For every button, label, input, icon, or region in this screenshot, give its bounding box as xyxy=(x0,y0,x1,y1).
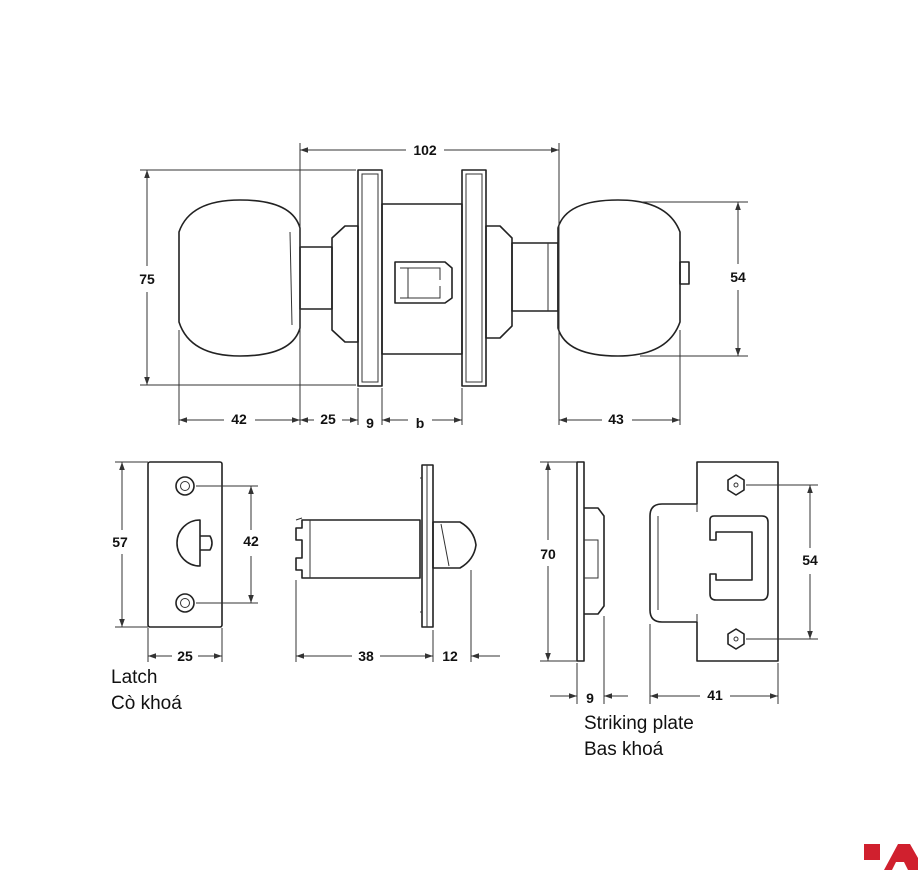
dim-plate-width: 41 xyxy=(707,687,723,703)
privacy-button xyxy=(679,261,690,285)
strike-front-drawing: 54 41 xyxy=(649,461,818,704)
dim-knob-right: 43 xyxy=(608,411,624,427)
strike-plate-edge xyxy=(576,461,585,662)
latch-faceplate xyxy=(147,461,223,628)
strike-box-side xyxy=(584,507,605,615)
latch-caption-vi: Cò khoá xyxy=(111,693,182,714)
latch-caption-en: Latch xyxy=(111,667,158,688)
dim-overall-width: 102 xyxy=(413,142,437,158)
left-knob xyxy=(178,199,301,357)
dim-rose-offset: 25 xyxy=(320,411,336,427)
brand-logo-icon xyxy=(864,844,918,870)
dim-latch-projection: 12 xyxy=(442,648,458,664)
dim-latch-width: 25 xyxy=(177,648,193,664)
latch-tube xyxy=(295,519,421,579)
lock-body xyxy=(381,203,463,355)
strike-side-drawing: 70 9 xyxy=(540,461,628,706)
right-neck xyxy=(511,242,559,312)
dim-plate-depth: 9 xyxy=(586,690,594,706)
dim-rose-thickness: 9 xyxy=(366,415,374,431)
strike-screw-bottom xyxy=(727,628,745,650)
latch-bolt-side xyxy=(432,521,477,569)
strike-screw-top xyxy=(727,474,745,496)
right-knob xyxy=(557,199,681,357)
strike-caption-vi: Bas khoá xyxy=(584,739,664,760)
latch-side-drawing: 38 12 xyxy=(295,464,500,664)
left-neck xyxy=(299,246,333,310)
dim-plate-height: 70 xyxy=(540,546,556,562)
dim-knob-left: 42 xyxy=(231,411,247,427)
latch-face-drawing: 57 42 25 xyxy=(112,461,259,664)
dim-height-54: 54 xyxy=(730,269,746,285)
dim-latch-height: 57 xyxy=(112,534,128,550)
dim-door-thickness: b xyxy=(416,415,425,431)
strike-opening xyxy=(709,515,769,601)
strike-caption-en: Striking plate xyxy=(584,713,694,734)
latch-bolt-face xyxy=(176,519,201,567)
strike-plate-outline xyxy=(649,461,779,662)
dim-latch-hole-spacing: 42 xyxy=(243,533,259,549)
dim-latch-length: 38 xyxy=(358,648,374,664)
knobset-drawing: 102 75 54 42 25 9 b 43 xyxy=(139,142,748,431)
dim-height-75: 75 xyxy=(139,271,155,287)
dim-plate-hole-spacing: 54 xyxy=(802,552,818,568)
